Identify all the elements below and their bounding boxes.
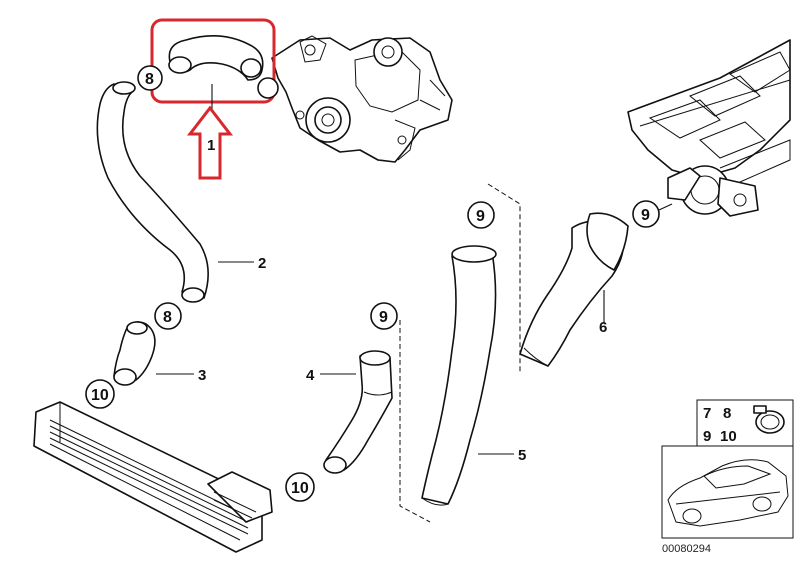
callout-9-hose4: 9	[370, 302, 398, 330]
part-label-6: 6	[599, 319, 607, 336]
svg-text:8: 8	[145, 71, 154, 88]
svg-text:9: 9	[379, 309, 388, 326]
car-silhouette-icon	[667, 459, 789, 527]
diagram-ref-number: 00080294	[662, 543, 711, 555]
legend-box: 7 8 9 10	[696, 399, 794, 447]
part-5-straight-hose[interactable]	[399, 183, 521, 523]
part-label-3: 3	[198, 367, 206, 384]
legend-8: 8	[723, 405, 731, 422]
callout-10-left: 10	[85, 379, 115, 409]
callout-8-lower: 8	[154, 302, 182, 330]
callout-clamp-right	[257, 77, 279, 99]
callout-9-right: 9	[632, 200, 673, 228]
legend-9: 9	[703, 428, 711, 445]
part-1-turbo-hose[interactable]	[150, 18, 276, 132]
part-3-small-hose[interactable]	[113, 321, 194, 386]
car-box	[661, 445, 794, 539]
turbocharger	[271, 35, 453, 163]
part-4-bend-hose[interactable]	[320, 350, 393, 474]
svg-text:8: 8	[163, 309, 172, 326]
svg-text:10: 10	[291, 480, 309, 497]
part-label-5: 5	[518, 447, 526, 464]
callout-9-mid: 9	[467, 201, 495, 229]
callout-8-top: 8	[137, 65, 163, 91]
legend-7: 7	[703, 405, 711, 422]
intake-manifold	[627, 39, 791, 217]
intercooler	[33, 401, 273, 553]
callout-10-bottom: 10	[285, 472, 315, 502]
svg-text:9: 9	[476, 208, 485, 225]
svg-text:9: 9	[641, 207, 650, 224]
legend-10: 10	[720, 428, 737, 445]
part-label-2: 2	[258, 255, 266, 272]
hose-clamp-icon	[753, 405, 785, 434]
up-arrow-icon	[186, 105, 234, 180]
part-2-long-hose[interactable]	[96, 81, 254, 303]
part-6-manifold-hose[interactable]	[519, 212, 629, 367]
part-label-1: 1	[207, 137, 215, 154]
part-label-4: 4	[306, 367, 315, 384]
highlight-box	[150, 18, 276, 104]
svg-text:10: 10	[91, 387, 109, 404]
